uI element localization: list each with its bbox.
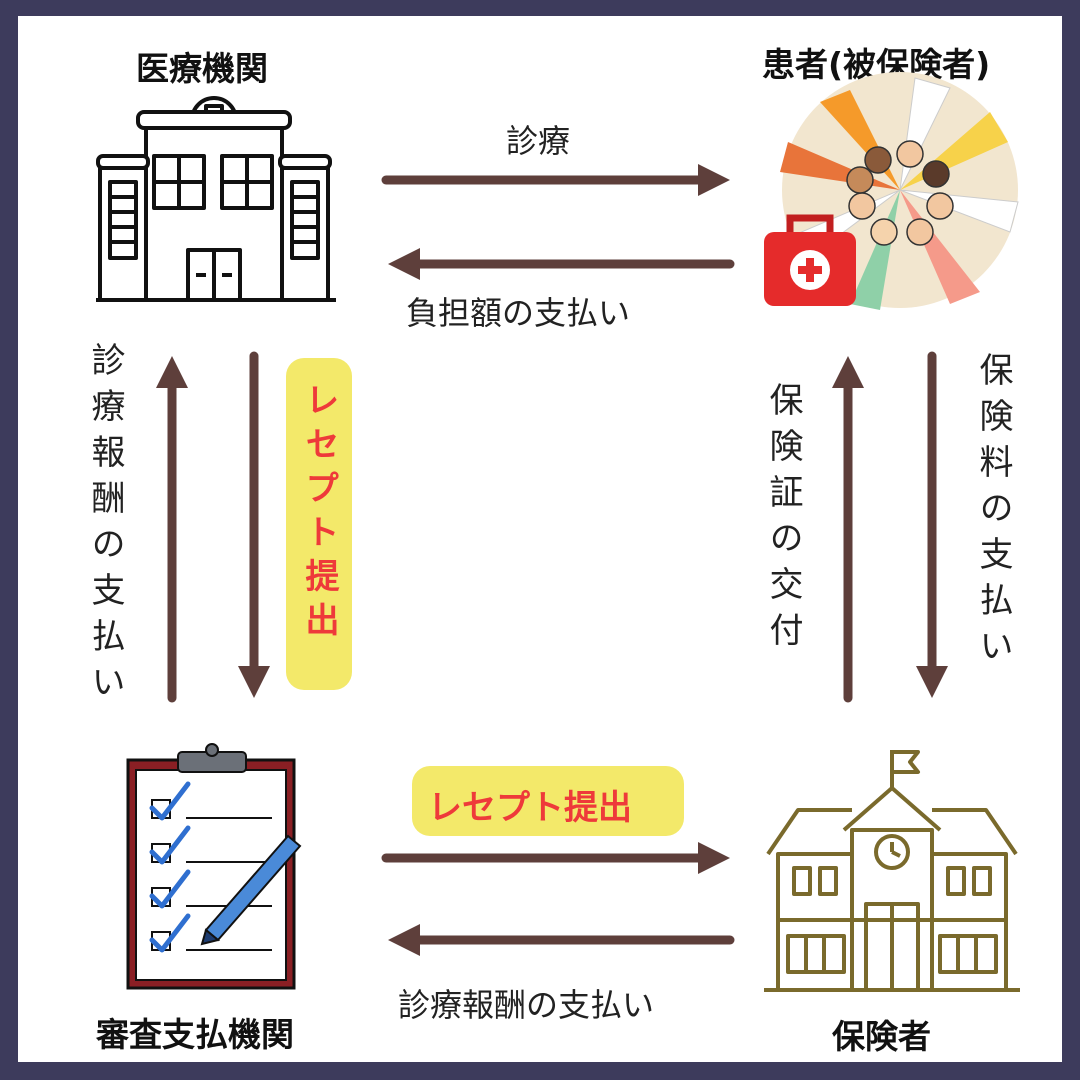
- arrow-medical-fee-left: [156, 356, 188, 703]
- arrow-receipt-bottom: [381, 842, 730, 874]
- label-copay: 負担額の支払い: [406, 294, 631, 332]
- arrow-medical-fee-bottom: [388, 924, 735, 956]
- label-premium-payment: 保険料の支払い: [973, 352, 1013, 674]
- arrow-copay: [388, 248, 735, 280]
- label-insurance-card: 保険証の交付: [763, 382, 803, 658]
- arrow-receipt-left: [238, 351, 270, 698]
- node-title-medical-institution: 医療機関: [136, 49, 268, 88]
- label-treatment: 診療: [506, 122, 571, 160]
- arrow-treatment: [381, 164, 730, 196]
- label-receipt-left: レセプト提出: [299, 382, 339, 646]
- node-title-review-agency: 審査支払機関: [96, 1015, 294, 1054]
- highlight-receipt-bottom: [412, 766, 684, 836]
- arrow-premium-payment: [916, 351, 948, 698]
- label-medical-fee-left: 診療報酬の支払い: [85, 342, 125, 710]
- hospital-icon: [96, 96, 336, 302]
- arrow-insurance-card: [832, 356, 864, 703]
- label-medical-fee-bottom: 診療報酬の支払い: [398, 986, 655, 1024]
- label-receipt-bottom: レセプト提出: [428, 788, 632, 828]
- checklist-clipboard-icon: [126, 743, 302, 990]
- patients-group-icon: [764, 72, 1019, 310]
- highlight-receipt-left: [286, 358, 352, 690]
- insurer-building-icon: [764, 750, 1020, 992]
- node-title-insurer: 保険者: [832, 1017, 931, 1056]
